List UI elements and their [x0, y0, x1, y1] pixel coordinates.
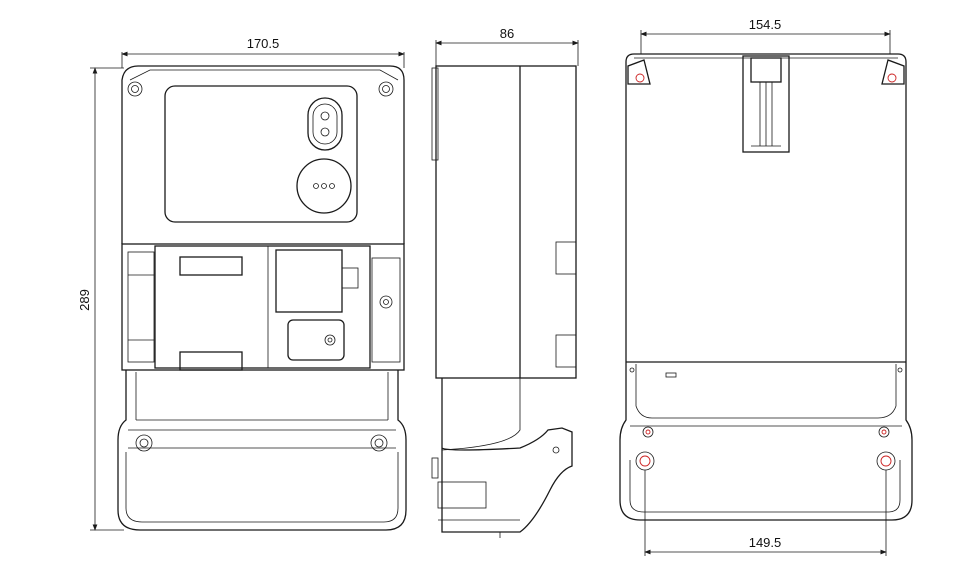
- right-terminal-screw-icon: [878, 426, 890, 438]
- left-terminal-screw-icon: [642, 426, 654, 438]
- display-window: [164, 85, 358, 223]
- bottom-left-mounting-hole-icon: [635, 451, 655, 471]
- front-width-dimension: 170.5: [121, 36, 405, 68]
- optical-port-icon: [296, 158, 352, 214]
- side-depth-label: 86: [500, 26, 514, 41]
- button-icon: [307, 97, 343, 151]
- side-view: 86: [431, 26, 579, 538]
- bottom-right-screw-icon: [370, 434, 388, 452]
- bottom-right-mounting-hole-icon: [876, 451, 896, 471]
- back-bottom-width-label: 149.5: [749, 535, 782, 550]
- hanging-bracket: [742, 55, 790, 153]
- module-compartment: [154, 245, 371, 369]
- top-left-mounting-hole-icon: [627, 59, 651, 85]
- back-view: 154.5: [619, 17, 913, 556]
- top-left-screw-icon: [127, 81, 143, 97]
- front-height-dimension: 289: [77, 67, 124, 531]
- bottom-left-screw-icon: [135, 434, 153, 452]
- back-bottom-width-dimension: 149.5: [644, 470, 887, 556]
- front-height-label: 289: [77, 289, 92, 311]
- back-top-width-label: 154.5: [749, 17, 782, 32]
- front-view: 170.5 289: [77, 36, 407, 531]
- top-right-screw-icon: [378, 81, 394, 97]
- back-top-width-dimension: 154.5: [640, 17, 891, 54]
- side-depth-dimension: 86: [435, 26, 579, 66]
- front-width-label: 170.5: [247, 36, 280, 51]
- top-right-mounting-hole-icon: [881, 59, 905, 85]
